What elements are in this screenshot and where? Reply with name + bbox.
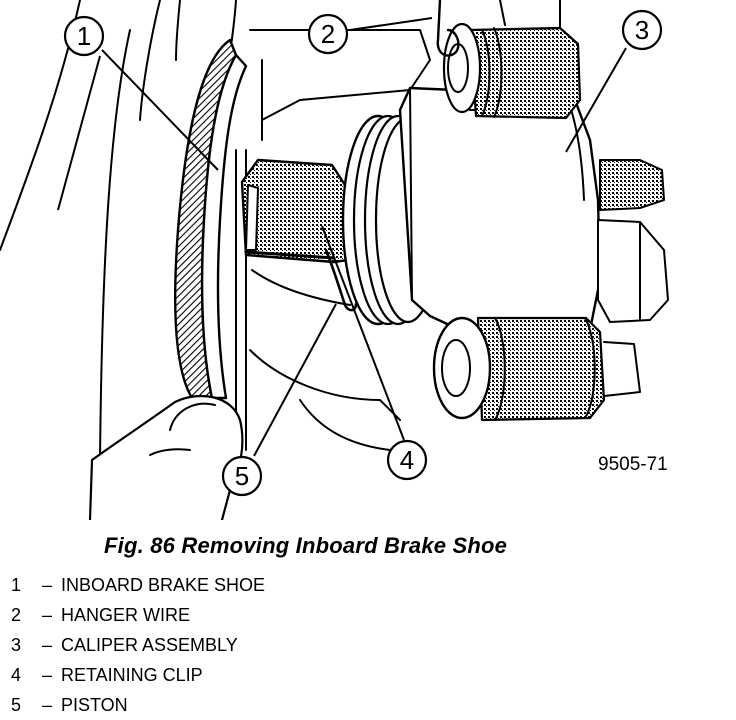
knuckle-outline xyxy=(249,29,431,121)
brake-caliper-illustration: 1 2 3 4 5 9505-71 xyxy=(0,0,669,520)
figure-caption: Fig. 86 Removing Inboard Brake Shoe xyxy=(104,533,508,558)
callout-1: 1 xyxy=(63,15,105,57)
legend-dash: – xyxy=(41,665,52,685)
callout-2: 2 xyxy=(307,13,349,55)
legend-item-3: 3 – CALIPER ASSEMBLY xyxy=(11,630,265,660)
svg-text:5: 5 xyxy=(235,461,249,491)
caliper-housing xyxy=(398,78,602,340)
callout-5: 5 xyxy=(221,455,263,497)
upper-guide-pin-ring xyxy=(493,27,503,118)
leader-line-3 xyxy=(565,47,627,153)
hand-outline xyxy=(88,394,244,520)
legend-dash: – xyxy=(41,635,52,655)
legend-item-2: 2 – HANGER WIRE xyxy=(11,600,265,630)
legend-label: PISTON xyxy=(61,695,128,715)
legend-item-1: 1 – INBOARD BRAKE SHOE xyxy=(11,570,265,600)
knuckle-outline xyxy=(499,0,561,31)
finger-line xyxy=(169,402,216,431)
lower-guide-pin-end xyxy=(441,339,471,397)
lower-guide-pin-ring xyxy=(603,341,641,397)
legend-list: 1 – INBOARD BRAKE SHOE 2 – HANGER WIRE 3… xyxy=(11,570,265,720)
background-contour xyxy=(175,0,181,61)
legend-label: CALIPER ASSEMBLY xyxy=(61,635,238,655)
knuckle-outline xyxy=(251,269,351,306)
caliper-housing-edge xyxy=(409,87,413,301)
lower-guide-pin xyxy=(476,316,606,422)
legend-number: 2 xyxy=(11,605,22,625)
leader-line-4 xyxy=(321,225,405,441)
callout-3: 3 xyxy=(621,9,663,51)
background-contour xyxy=(139,0,161,121)
legend-item-4: 4 – RETAINING CLIP xyxy=(11,660,265,690)
leader-line-2 xyxy=(349,17,433,31)
knuckle-outline xyxy=(249,349,401,421)
upper-guide-pin-ring xyxy=(481,29,491,117)
lower-guide-pin-ring xyxy=(584,317,596,419)
callout-4: 4 xyxy=(386,439,428,481)
finger-line xyxy=(149,448,191,456)
legend-label: INBOARD BRAKE SHOE xyxy=(61,575,266,595)
background-contour xyxy=(99,29,131,461)
legend-number: 5 xyxy=(11,695,22,715)
knuckle-outline xyxy=(299,399,391,451)
upper-guide-pin-end xyxy=(447,43,469,93)
upper-guide-pin xyxy=(468,26,582,120)
legend-dash: – xyxy=(41,575,52,595)
piston-face xyxy=(245,184,259,251)
leader-line-1 xyxy=(57,55,101,211)
piston-edge xyxy=(244,250,336,260)
bleeder-fitting xyxy=(599,159,665,211)
legend-item-5: 5 – PISTON xyxy=(11,690,265,720)
legend-label: RETAINING CLIP xyxy=(61,665,203,685)
svg-text:2: 2 xyxy=(321,19,335,49)
caliper-bracket xyxy=(597,219,669,323)
figure-code: 9505-71 xyxy=(598,454,668,475)
legend-label: HANGER WIRE xyxy=(61,605,191,625)
legend-number: 4 xyxy=(11,665,22,685)
lower-guide-pin-ring xyxy=(494,317,506,421)
leader-line-5 xyxy=(253,303,337,457)
leader-line-1 xyxy=(101,49,219,171)
svg-text:3: 3 xyxy=(635,15,649,45)
svg-text:4: 4 xyxy=(400,445,414,475)
legend-number: 3 xyxy=(11,635,22,655)
hanger-wire xyxy=(436,0,460,57)
legend-number: 1 xyxy=(11,575,22,595)
legend-dash: – xyxy=(41,695,52,715)
svg-text:1: 1 xyxy=(77,21,91,51)
legend-dash: – xyxy=(41,605,52,625)
